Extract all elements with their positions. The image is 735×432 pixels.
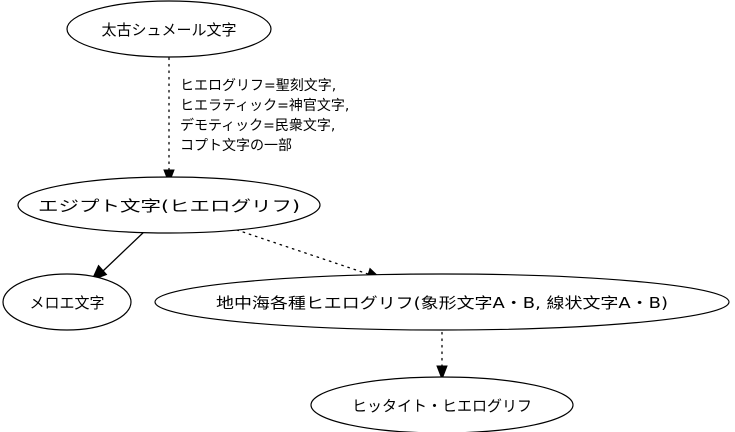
node-egyptian: エジプト文字(ヒエログリフ) — [17, 176, 321, 234]
edge-egyptian-to-meroitic — [91, 229, 147, 281]
edge-egyptian-to-mediterranean — [236, 229, 382, 281]
edge-label-line-4: コプト文字の一部 — [180, 138, 292, 154]
node-label-mediterranean: 地中海各種ヒエログリフ(象形文字A・B, 線状文字A・B) — [216, 294, 668, 312]
node-label-hittite: ヒッタイト・ヒエログリフ — [352, 397, 532, 415]
edge-sumerian-to-egyptian — [163, 57, 175, 185]
edge-label-line-1: ヒエログリフ=聖刻文字, — [180, 78, 336, 94]
node-mediterranean: 地中海各種ヒエログリフ(象形文字A・B, 線状文字A・B) — [154, 273, 730, 331]
edge-label-line-3: デモティック=民衆文字, — [180, 117, 335, 134]
node-label-meroitic: メロエ文字 — [29, 294, 104, 312]
node-hittite: ヒッタイト・ヒエログリフ — [310, 376, 574, 432]
node-label-sumerian: 太古シュメール文字 — [101, 21, 236, 39]
node-sumerian: 太古シュメール文字 — [66, 0, 272, 58]
node-label-egyptian: エジプト文字(ヒエログリフ) — [38, 197, 300, 215]
edge-mediterranean-to-hittite — [436, 325, 448, 381]
node-meroitic: メロエ文字 — [2, 273, 132, 331]
edge-label-line-2: ヒエラティック=神官文字, — [180, 98, 349, 114]
edge-label-egyptian-scripts: ヒエログリフ=聖刻文字, ヒエラティック=神官文字, デモティック=民衆文字, … — [180, 78, 354, 154]
